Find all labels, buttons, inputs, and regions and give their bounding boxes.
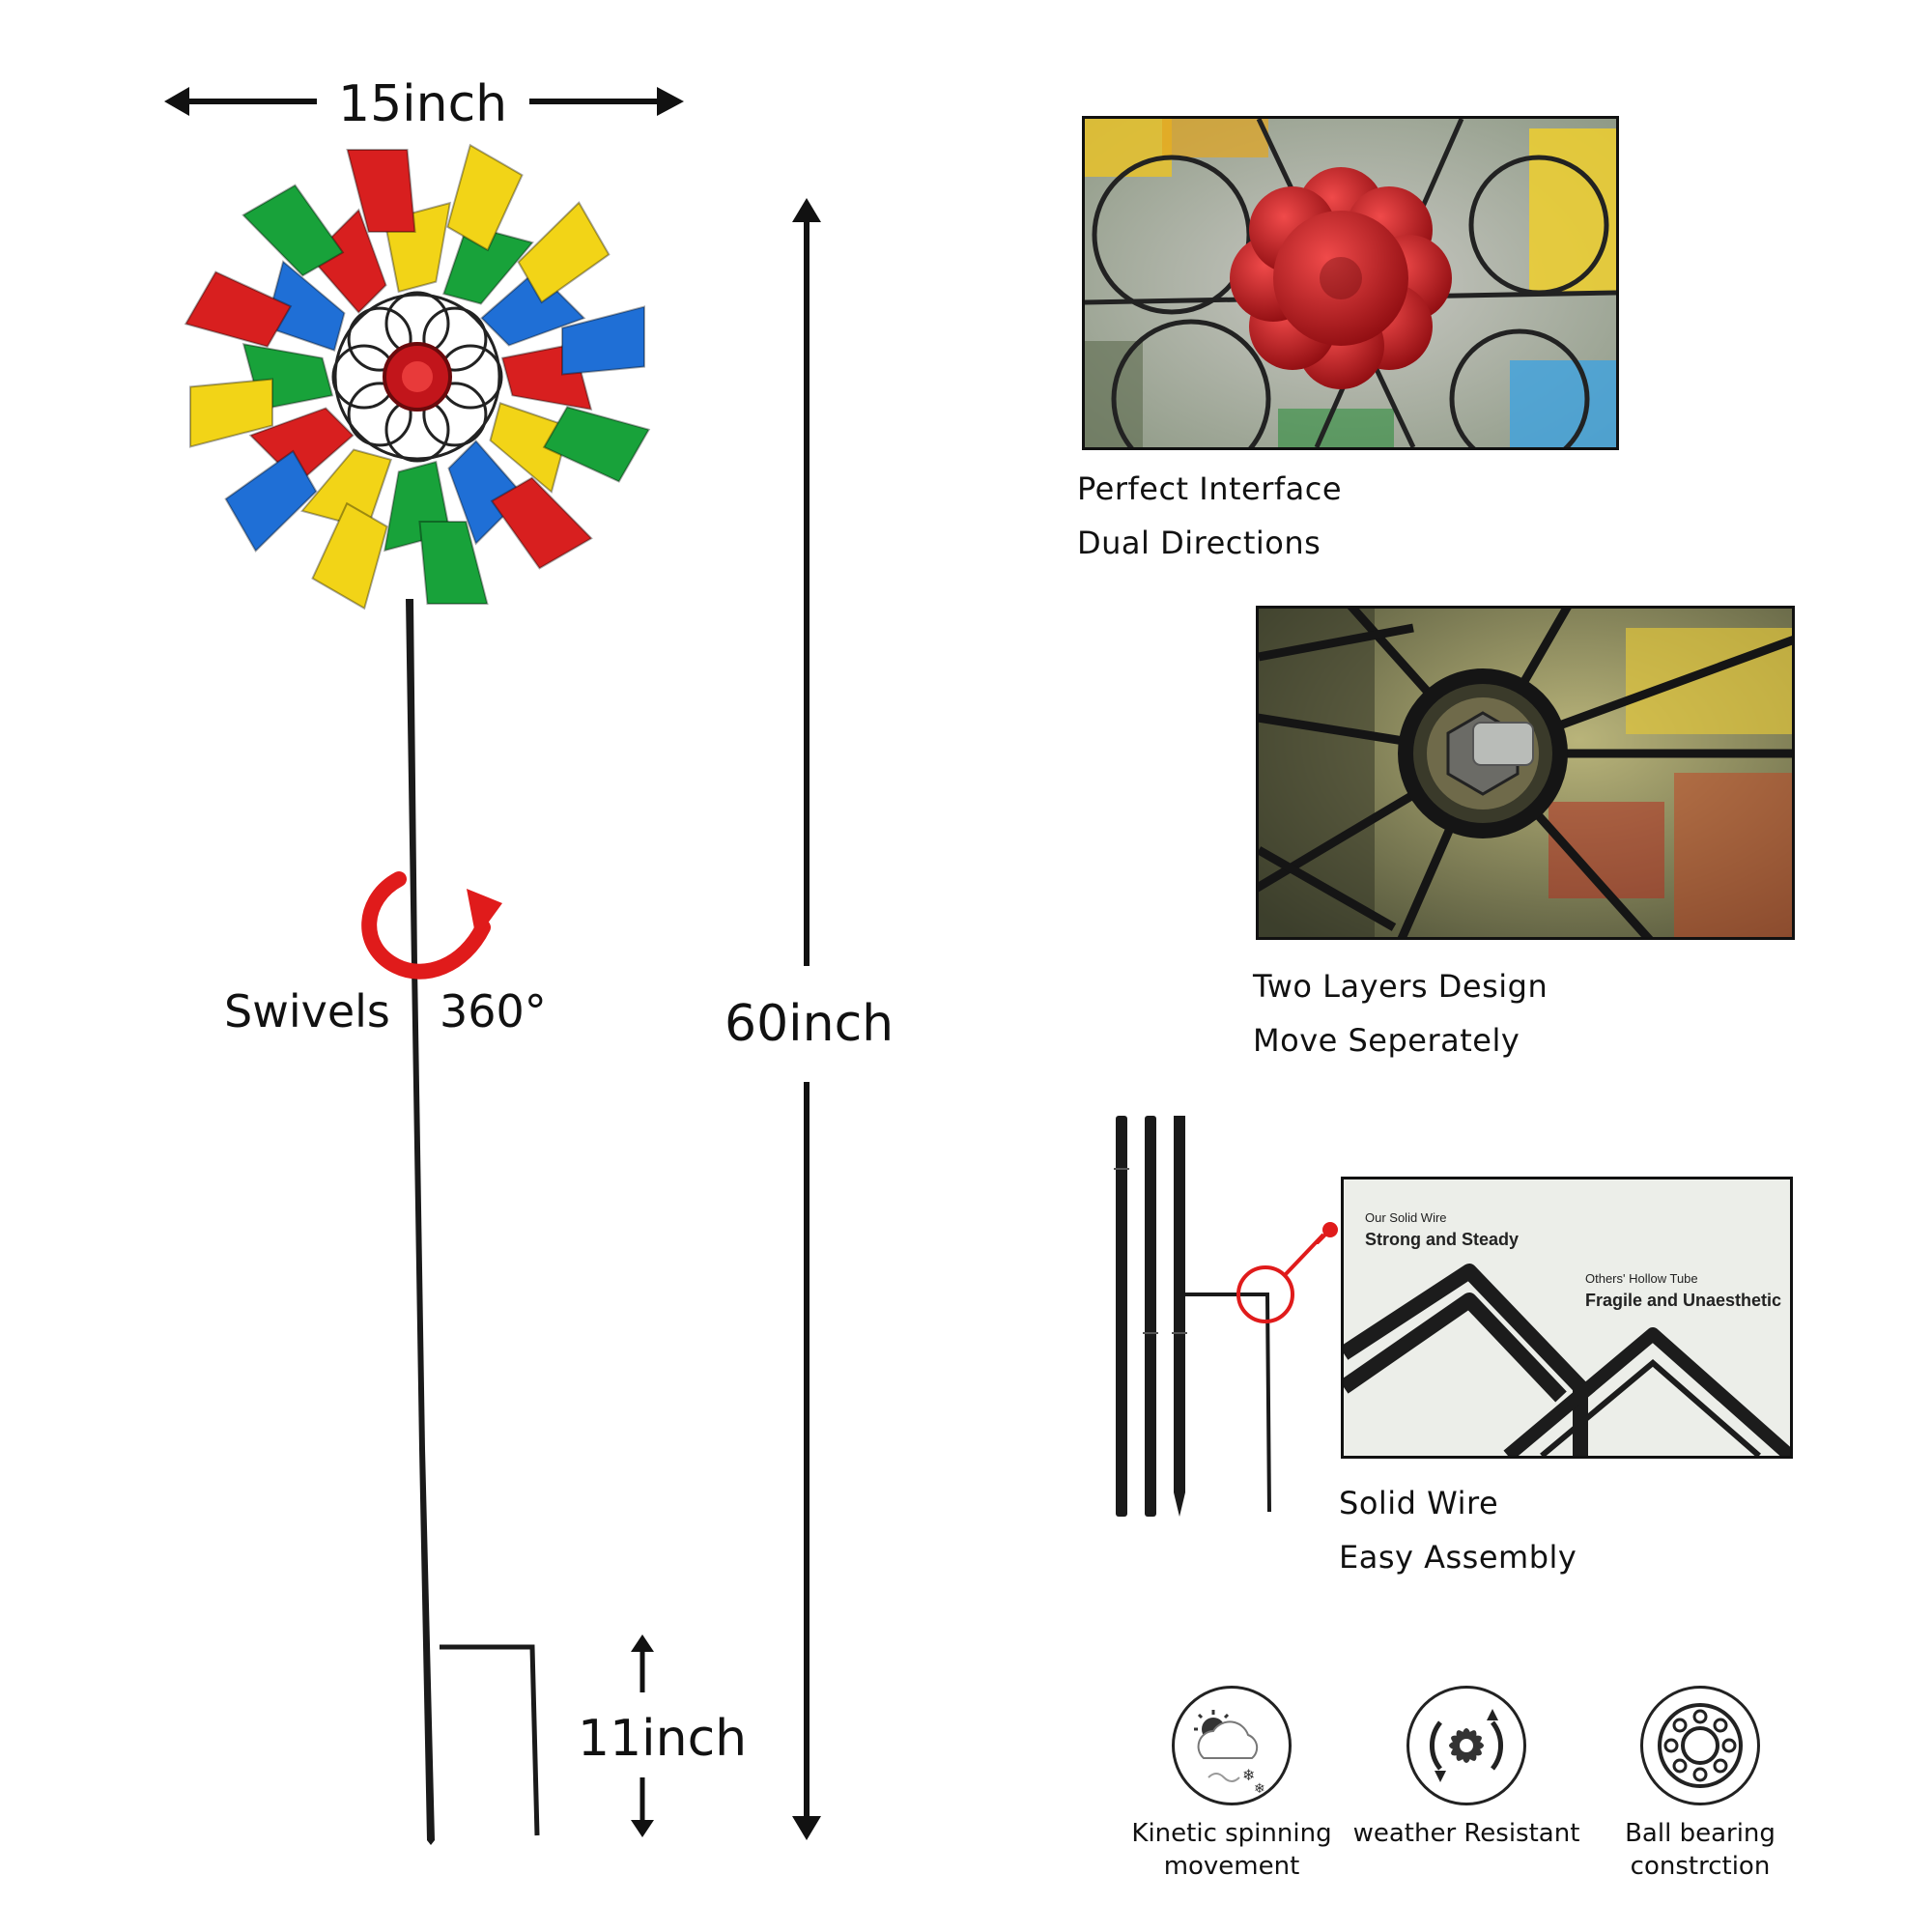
wheel-wire-loop xyxy=(347,306,412,372)
feature-icon-3: Ball bearing constrction xyxy=(1604,1686,1797,1883)
wheel-blade xyxy=(489,401,571,494)
spinner-wheel xyxy=(184,143,651,611)
feature-icon-1: ❄ ❄ Kinetic spinning movement xyxy=(1125,1686,1338,1883)
wheel-blade xyxy=(224,449,318,553)
icon-1-line1: Kinetic spinning xyxy=(1131,1819,1332,1848)
wheel-blade xyxy=(561,305,645,376)
wheel-blade xyxy=(418,521,489,605)
bearing-icon xyxy=(1640,1686,1760,1805)
callout-dot xyxy=(1316,1222,1338,1244)
stake-prong xyxy=(440,1644,540,1836)
height-arrow xyxy=(792,198,821,1840)
wheel-wire-ring xyxy=(333,293,501,461)
wheel-blade xyxy=(309,208,387,314)
icon-1-line2: movement xyxy=(1163,1852,1300,1881)
wheel-blade xyxy=(441,223,534,305)
icon-3-label: Ball bearing constrction xyxy=(1604,1817,1797,1883)
wheel-blade xyxy=(542,406,651,483)
hub-closeup-photo xyxy=(1082,116,1619,450)
swivel-degree: 360° xyxy=(440,985,547,1037)
wheel-wire-loop xyxy=(422,382,488,447)
feature-2-line2: Move Seperately xyxy=(1253,1022,1520,1059)
wheel-blade xyxy=(346,149,416,233)
wheel-blade xyxy=(311,501,388,611)
svg-text:❄: ❄ xyxy=(1254,1781,1265,1797)
wheel-blade xyxy=(446,143,524,252)
stake-label: 11inch xyxy=(578,1710,748,1768)
height-label: 60inch xyxy=(724,995,895,1053)
wheel-blade xyxy=(189,378,273,448)
feature-1-line1: Perfect Interface xyxy=(1077,470,1343,507)
feature-3-caption: Solid Wire Easy Assembly xyxy=(1339,1476,1577,1584)
bearing-closeup-photo xyxy=(1256,606,1795,940)
icon-3-line2: constrction xyxy=(1630,1852,1771,1881)
wheel-blade xyxy=(248,407,355,485)
others-big-label: Fragile and Unaesthetic xyxy=(1585,1291,1782,1310)
wheel-blade xyxy=(480,269,586,347)
feature-1-line2: Dual Directions xyxy=(1077,525,1321,561)
assembly-poles-diagram xyxy=(1114,1116,1323,1517)
wheel-blade xyxy=(242,184,345,277)
feature-3-line2: Easy Assembly xyxy=(1339,1539,1577,1576)
wheel-blade xyxy=(300,448,393,530)
others-small-label: Others' Hollow Tube xyxy=(1585,1271,1698,1286)
swivel-word: Swivels xyxy=(224,985,390,1037)
width-arrow xyxy=(164,87,684,116)
feature-2-caption: Two Layers Design Move Seperately xyxy=(1253,959,1548,1067)
ours-big-label: Strong and Steady xyxy=(1365,1230,1520,1249)
wheel-blade xyxy=(447,440,526,546)
spinner-pole xyxy=(406,599,435,1845)
icon-2-label: weather Resistant xyxy=(1350,1817,1582,1850)
wheel-blade xyxy=(517,201,611,304)
width-label: 15inch xyxy=(338,75,508,133)
icon-3-line1: Ball bearing xyxy=(1625,1819,1776,1848)
icon-2-line1: weather Resistant xyxy=(1352,1819,1580,1848)
weather-cloud-icon: ❄ ❄ xyxy=(1172,1686,1292,1805)
wheel-blade xyxy=(184,270,293,348)
wheel-blade xyxy=(490,476,593,570)
wheel-hub-center xyxy=(402,361,433,392)
feature-icon-2: weather Resistant xyxy=(1350,1686,1582,1850)
wire-comparison-photo: Our Solid Wire Strong and Steady Others'… xyxy=(1341,1177,1793,1459)
wheel-wire-loop xyxy=(422,306,488,372)
spinning-flower-icon xyxy=(1406,1686,1526,1805)
feature-2-line1: Two Layers Design xyxy=(1253,968,1548,1005)
stake-arrow xyxy=(631,1634,654,1837)
ours-small-label: Our Solid Wire xyxy=(1365,1210,1447,1225)
spinner-illustration xyxy=(184,143,651,1845)
feature-3-line1: Solid Wire xyxy=(1339,1485,1499,1521)
feature-1-caption: Perfect Interface Dual Directions xyxy=(1077,462,1342,570)
svg-text:❄: ❄ xyxy=(1242,1766,1255,1784)
wheel-blade xyxy=(264,260,346,353)
wheel-wire-loop xyxy=(347,382,412,447)
rotate-arrow-icon xyxy=(361,871,502,980)
icon-1-label: Kinetic spinning movement xyxy=(1125,1817,1338,1883)
